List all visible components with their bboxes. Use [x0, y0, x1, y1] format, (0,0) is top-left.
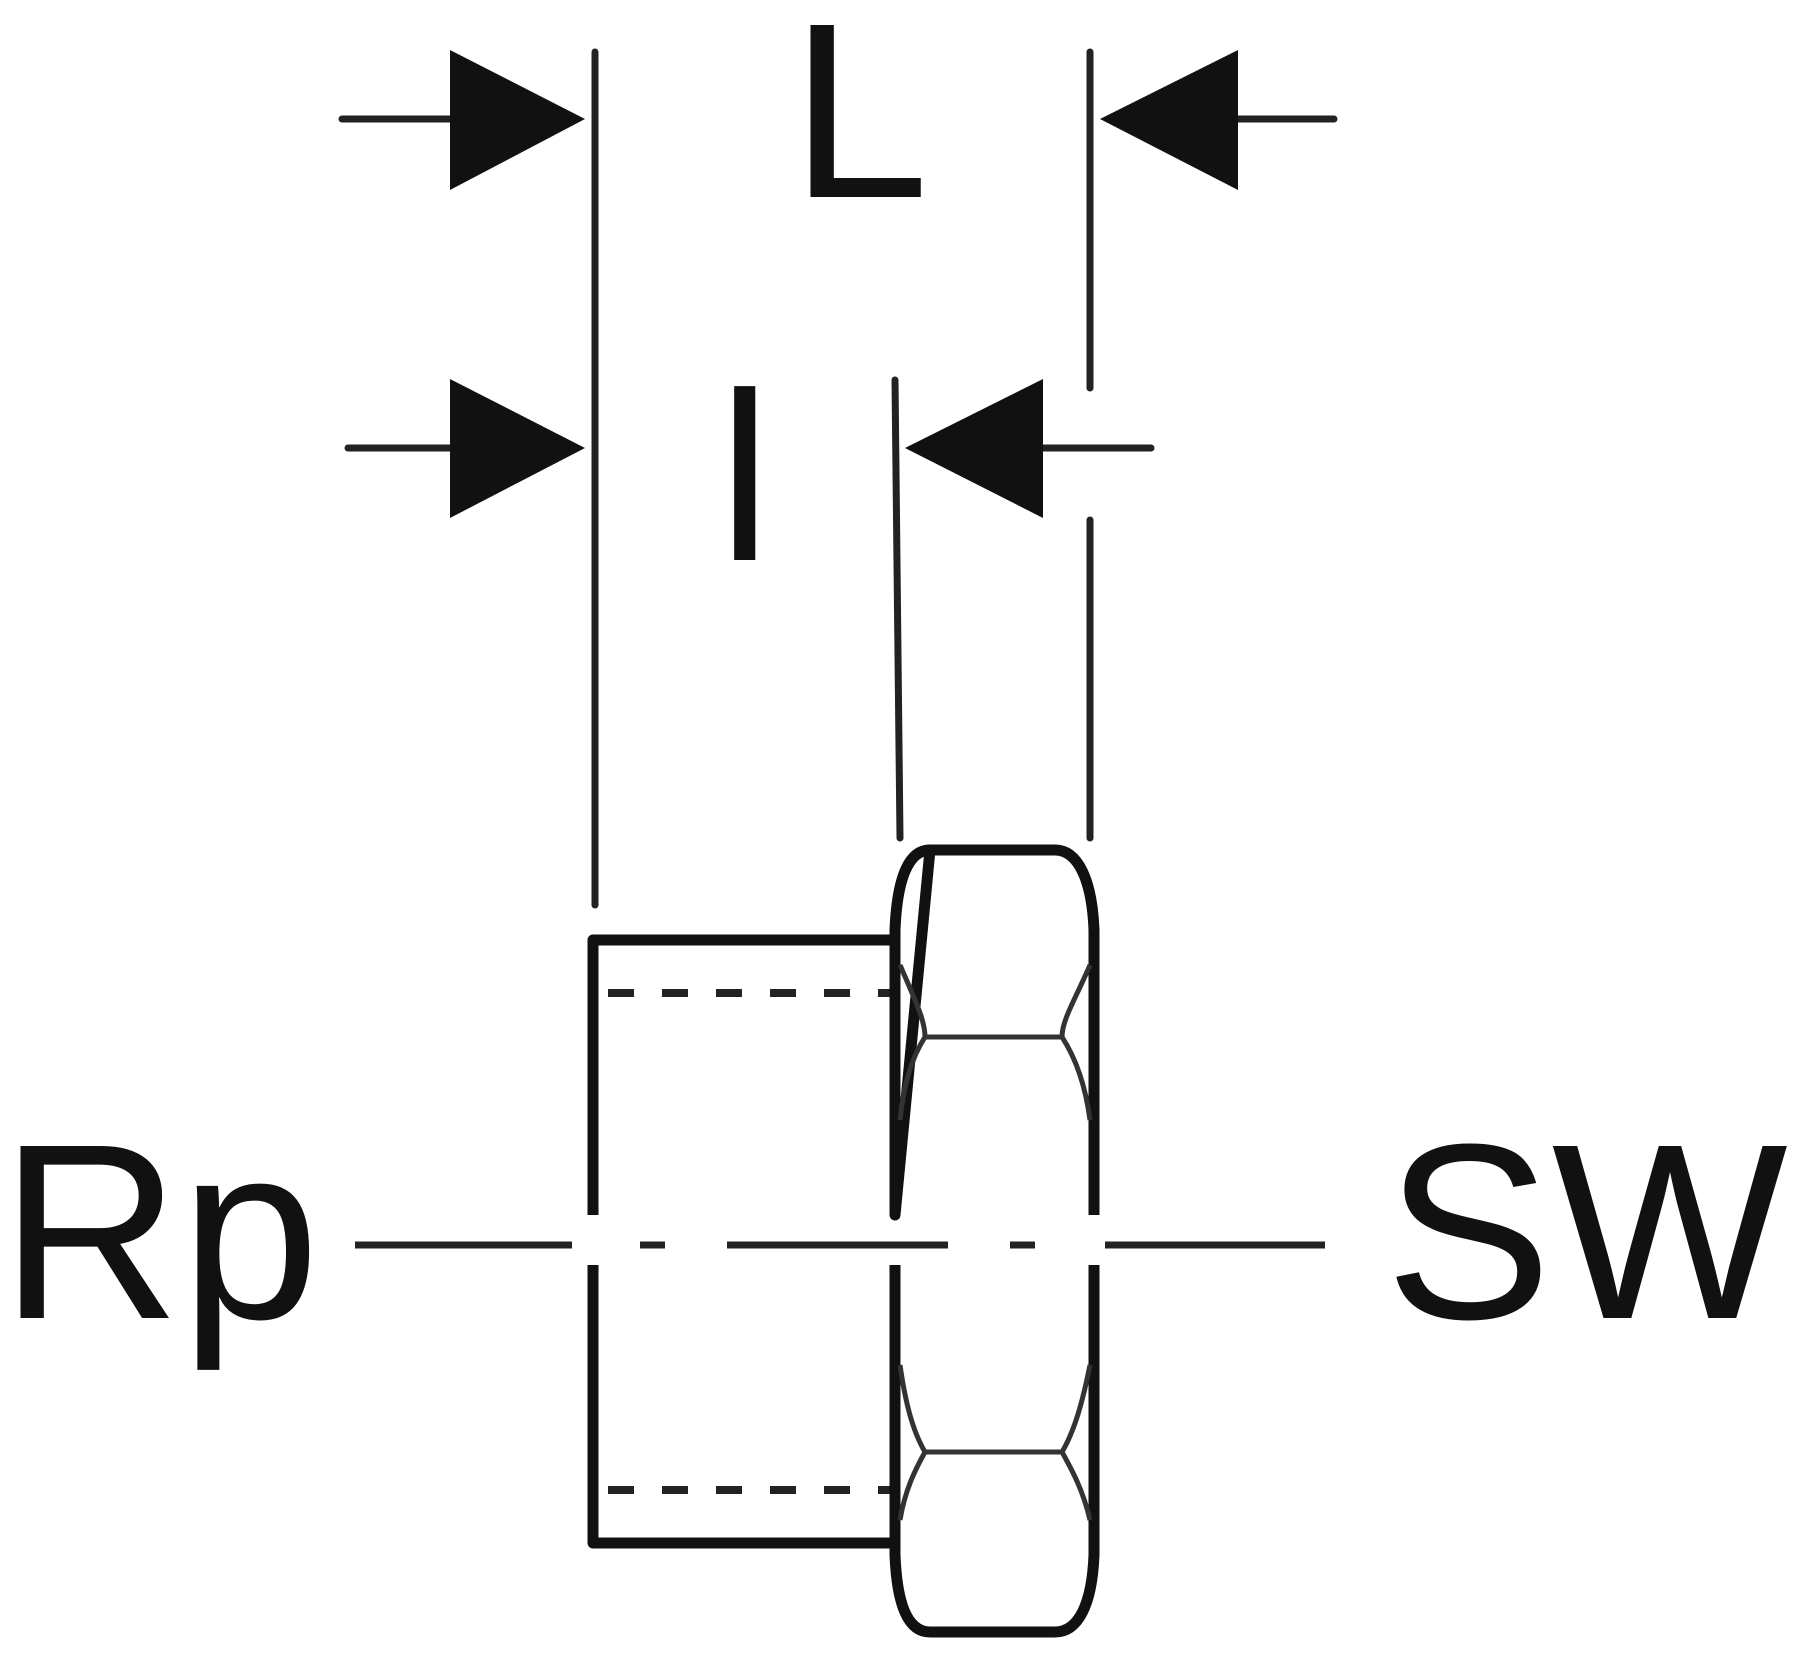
thread-label: Rp: [0, 1092, 320, 1371]
hex-chamfer-top: [897, 964, 1093, 1121]
hex-nut-outline: [889, 844, 1100, 1638]
dimension-l: l: [344, 343, 1155, 842]
hex-chamfer-bottom: [897, 1364, 1093, 1521]
dimension-L-arrow-left: [450, 50, 585, 190]
dimension-l-label: l: [718, 343, 771, 611]
dimension-l-arrow-right: [905, 379, 1043, 518]
fitting-body: [355, 844, 1325, 1638]
dimension-L-arrow-right: [1100, 50, 1238, 190]
dimension-L-label: L: [790, 0, 929, 250]
wrench-size-label: SW: [1385, 1092, 1788, 1371]
dimension-l-arrow-left: [450, 379, 585, 518]
extension-line-thread-end: [891, 376, 904, 842]
socket-outline: [587, 934, 895, 1549]
dimension-L: L: [338, 0, 1338, 909]
